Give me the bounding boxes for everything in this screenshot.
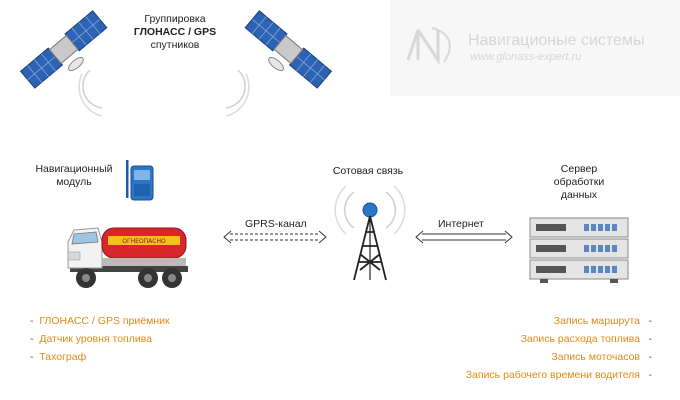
server-rack-icon: [529, 217, 629, 283]
satellite-caption-line2: ГЛОНАСС / GPS: [133, 26, 217, 38]
tank-hazard-text: ОГНЕОПАСНО: [122, 238, 166, 245]
feature-glonass-receiver: ГЛОНАСС / GPS приёмник: [39, 315, 170, 327]
server-caption-line2: обработки: [553, 176, 605, 188]
satellite-right-icon: [244, 10, 333, 89]
module-features-list: - ГЛОНАСС / GPS приёмник - Датчик уровня…: [30, 312, 170, 366]
nav-module-caption: Навигационный модуль: [28, 163, 120, 189]
satellite-left-icon: [19, 10, 108, 89]
feature-engine-hours: Запись моточасов: [551, 351, 640, 363]
signal-waves-right-icon: [225, 69, 250, 117]
feature-driver-worktime: Запись рабочего времени водителя: [465, 369, 640, 381]
list-item: - Тахограф: [30, 351, 87, 363]
satellite-caption-line1: Группировка: [144, 13, 206, 25]
cell-tower-icon: [334, 185, 406, 281]
watermark-logo-icon: [406, 27, 451, 65]
server-caption: Сервер обработки данных: [532, 163, 626, 202]
internet-label: Интернет: [438, 218, 484, 230]
gprs-dashed-arrow-icon: [223, 230, 327, 244]
nav-module-line1: Навигационный: [35, 163, 113, 175]
fuel-truck-icon: ОГНЕОПАСНО: [67, 227, 188, 288]
feature-fuel-sensor: Датчик уровня топлива: [39, 333, 153, 345]
server-caption-line1: Сервер: [560, 163, 598, 175]
list-item: Запись расхода топлива-: [520, 333, 652, 345]
gprs-channel-label: GPRS-канал: [245, 218, 307, 230]
navigation-device-icon: [126, 160, 154, 201]
satellite-group-caption: Группировка ГЛОНАСС / GPS спутников: [115, 13, 235, 52]
cellular-caption: Сотовая связь: [332, 165, 404, 177]
internet-arrow-icon: [415, 230, 513, 244]
satellite-caption-line3: спутников: [150, 39, 200, 51]
list-item: - ГЛОНАСС / GPS приёмник: [30, 315, 170, 327]
list-item: Запись маршрута-: [553, 315, 652, 327]
list-item: - Датчик уровня топлива: [30, 333, 153, 345]
list-item: Запись рабочего времени водителя-: [465, 369, 652, 381]
signal-waves-left-icon: [78, 69, 103, 117]
feature-tachograph: Тахограф: [39, 351, 87, 363]
watermark-url: www.glonass-expert.ru: [470, 51, 582, 63]
server-caption-line3: данных: [560, 189, 598, 201]
feature-fuel-consumption: Запись расхода топлива: [520, 333, 640, 345]
list-item: Запись моточасов-: [551, 351, 652, 363]
server-features-list: Запись маршрута- Запись расхода топлива-…: [465, 312, 652, 384]
watermark-title: Навигационые системы: [468, 32, 645, 49]
nav-module-line2: модуль: [56, 176, 92, 188]
feature-route-record: Запись маршрута: [553, 315, 640, 327]
